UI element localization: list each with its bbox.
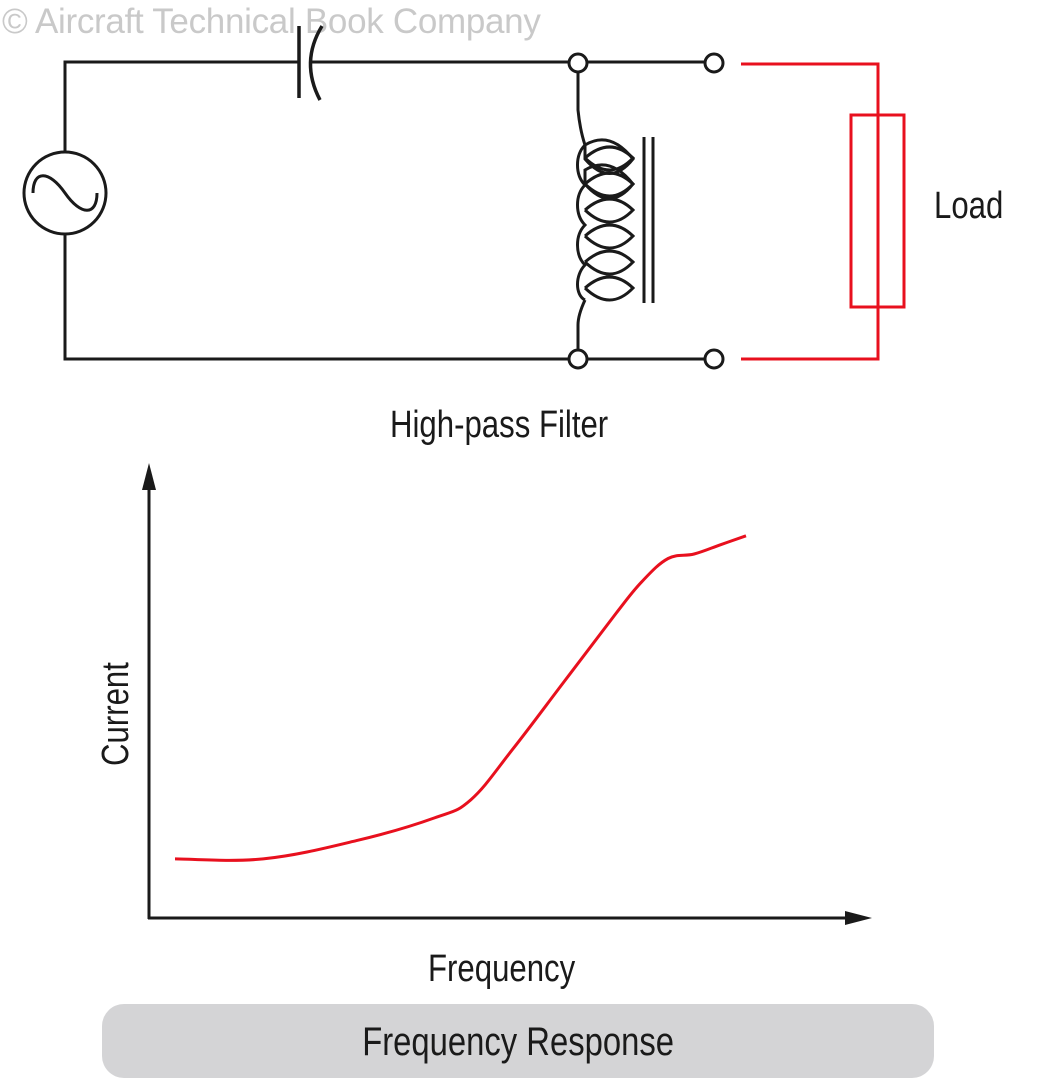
wire-load (741, 62, 880, 361)
capacitor-icon (297, 25, 324, 101)
chart-caption: Frequency Response (362, 1020, 674, 1064)
load-resistor (741, 62, 906, 361)
circuit-title: High-pass Filter (390, 404, 609, 446)
terminal-top (703, 52, 725, 74)
resistor-icon (849, 113, 906, 309)
caption-box: Frequency Response (102, 1004, 934, 1078)
node-top (567, 52, 589, 74)
response-curve (174, 534, 747, 862)
ac-source-icon (22, 150, 108, 236)
inductor-icon (576, 72, 655, 350)
load-label: Load (934, 185, 1004, 227)
terminal-bottom (703, 348, 725, 370)
node-bottom (567, 348, 589, 370)
x-axis-label: Frequency (428, 948, 576, 990)
chart-axes (142, 463, 872, 925)
y-axis-label: Current (95, 662, 137, 766)
circuit-schematic (22, 25, 725, 370)
wire-left-loop (63, 60, 569, 361)
copyright-watermark: © Aircraft Technical Book Company (2, 2, 541, 41)
y-axis-arrow-icon (142, 463, 156, 490)
x-axis-arrow-icon (845, 911, 872, 925)
